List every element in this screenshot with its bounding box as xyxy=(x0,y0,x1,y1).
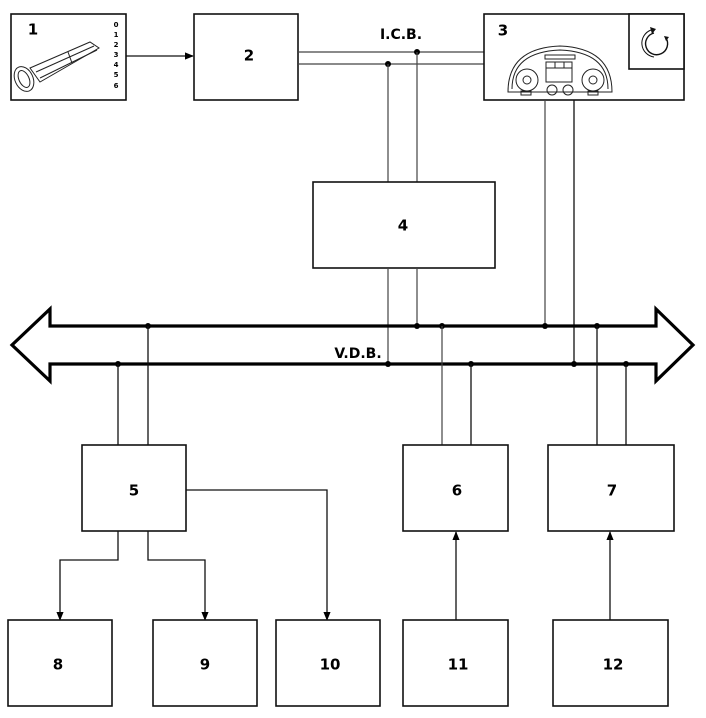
block-1-label: 1 xyxy=(28,21,38,39)
block-12: 12 xyxy=(552,619,669,707)
block-1: 1 0 1 2 3 4 5 6 xyxy=(10,13,127,101)
block-11: 11 xyxy=(402,619,509,707)
ignition-key-icon xyxy=(13,41,100,92)
svg-text:4: 4 xyxy=(114,61,119,69)
block-6-label: 6 xyxy=(452,482,462,500)
block-4: 4 xyxy=(312,52,496,364)
block-9-label: 9 xyxy=(200,656,210,674)
block-11-label: 11 xyxy=(448,656,469,674)
svg-text:6: 6 xyxy=(114,82,119,90)
block-6: 6 xyxy=(402,444,509,532)
arrow-5-to-8 xyxy=(56,531,119,621)
svg-text:0: 0 xyxy=(114,21,119,29)
block-8: 8 xyxy=(7,619,113,707)
block-9: 9 xyxy=(152,619,258,707)
arrow-5-to-10 xyxy=(186,489,331,621)
rotary-control-icon xyxy=(641,27,669,58)
block-5-label: 5 xyxy=(129,482,139,500)
block-10: 10 xyxy=(275,619,381,707)
vdb-bus-label: V.D.B. xyxy=(334,346,381,362)
svg-text:1: 1 xyxy=(114,31,119,39)
block-3-label: 3 xyxy=(498,22,508,40)
block-5: 5 xyxy=(81,444,187,532)
icb-bus: I.C.B. xyxy=(298,27,484,67)
block-2: 2 xyxy=(193,13,299,101)
instrument-cluster-icon xyxy=(507,45,613,96)
svg-text:5: 5 xyxy=(114,71,119,79)
vdb-bus: V.D.B. xyxy=(9,305,696,385)
block-7-label: 7 xyxy=(607,482,617,500)
block-2-label: 2 xyxy=(244,47,254,65)
arrow-5-to-9 xyxy=(147,531,209,621)
key-positions: 0 1 2 3 4 5 6 xyxy=(114,21,119,90)
svg-text:2: 2 xyxy=(114,41,119,49)
svg-text:3: 3 xyxy=(114,51,119,59)
block-7: 7 xyxy=(547,444,675,532)
block-3: 3 xyxy=(483,13,685,101)
block-10-label: 10 xyxy=(320,656,341,674)
block-4-label: 4 xyxy=(398,217,408,235)
block-12-label: 12 xyxy=(603,656,624,674)
icb-bus-label: I.C.B. xyxy=(380,27,422,43)
block-8-label: 8 xyxy=(53,656,63,674)
